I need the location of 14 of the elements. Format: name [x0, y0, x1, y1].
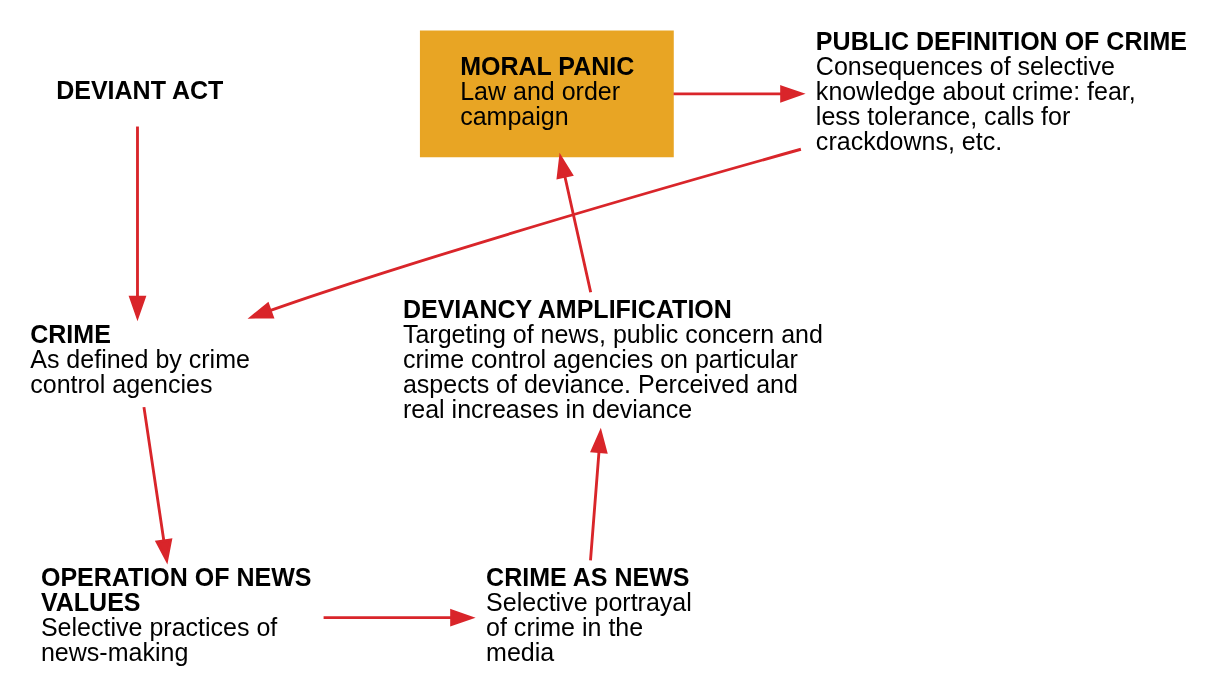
node-text: DEVIANCY AMPLIFICATION Targeting of news, public concern and crime control agencies on particular aspects of deviance. Perceived and real increases in deviance [402, 294, 823, 423]
arrow [323, 608, 476, 627]
node-box: MORAL PANIC Law and order campaign [419, 30, 674, 158]
arrow [673, 84, 806, 103]
arrow [142, 406, 173, 565]
node-text: CRIME As defined by crime control agencies [30, 319, 250, 398]
node-text: OPERATION OF NEWS VALUES Selective practices of news-making [40, 562, 312, 666]
node-text: CRIME AS NEWS Selective portrayal of crime in the media [486, 562, 692, 666]
node-text: DEVIANT ACT [56, 75, 224, 104]
arrow [589, 427, 608, 561]
arrow [556, 152, 593, 293]
arrow [247, 147, 802, 319]
arrow [128, 126, 147, 322]
node-text: PUBLIC DEFINITION OF CRIME Consequences of selective knowledge about crime: fear, less tolerance, calls for crackdowns, etc. [815, 26, 1187, 155]
